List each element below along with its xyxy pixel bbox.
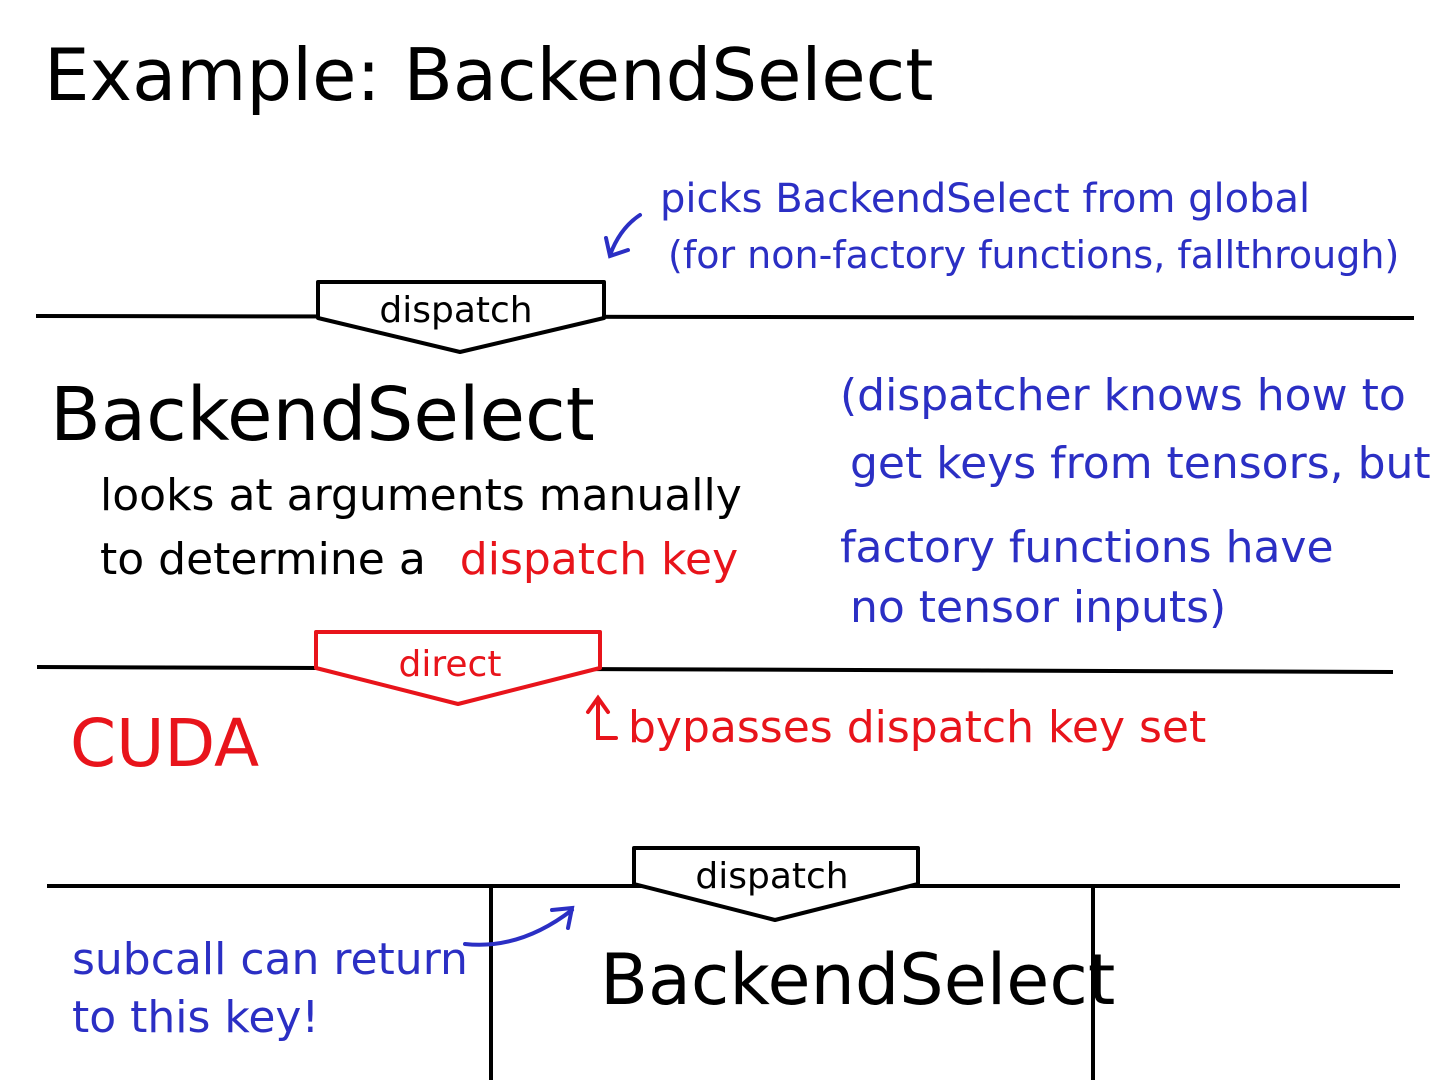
direct-box-label: direct (399, 644, 502, 685)
side-note-line1: (dispatcher knows how to (840, 370, 1406, 421)
desc-highlight: dispatch key (460, 534, 738, 585)
top-note-line1: picks BackendSelect from global (660, 176, 1310, 222)
layer-divider-2 (36, 665, 1394, 674)
backend-select-desc-line2: to determine a dispatch key (100, 534, 738, 585)
diagram-title: Example: BackendSelect (44, 33, 934, 117)
dispatch-box-1: dispatch (316, 280, 606, 354)
side-note-line2: get keys from tensors, but (850, 438, 1431, 489)
side-note-line3: factory functions have (840, 522, 1334, 573)
subcall-backend-select-title: BackendSelect (600, 939, 1115, 1021)
layer-divider-1 (35, 314, 1415, 320)
arrow-up-left-icon (586, 694, 618, 740)
direct-box: direct (314, 630, 602, 706)
side-note: (dispatcher knows how to get keys from t… (840, 370, 1431, 633)
top-note-line2: (for non-factory functions, fallthrough) (668, 233, 1399, 277)
arrow-down-left-icon (604, 213, 642, 259)
backend-select-layer: BackendSelect looks at arguments manuall… (50, 372, 742, 585)
cuda-layer-title: CUDA (70, 705, 259, 782)
top-note: picks BackendSelect from global (for non… (604, 176, 1399, 277)
backend-select-desc-line1: looks at arguments manually (100, 470, 742, 521)
subcall-note-line1: subcall can return (72, 934, 468, 985)
curved-arrow-icon (463, 905, 575, 947)
dispatch-box-2-label: dispatch (695, 856, 848, 897)
side-note-line4: no tensor inputs) (850, 582, 1226, 633)
dispatch-box-2: dispatch (632, 846, 920, 922)
subcall-note-line2: to this key! (72, 992, 319, 1043)
dispatch-box-1-label: dispatch (379, 290, 532, 331)
subcall-note: subcall can return to this key! (72, 905, 575, 1043)
bypass-note: bypasses dispatch key set (586, 694, 1206, 753)
backend-select-title: BackendSelect (50, 372, 595, 458)
desc-line2-text: to determine a (100, 534, 426, 585)
bypass-note-text: bypasses dispatch key set (628, 702, 1206, 753)
